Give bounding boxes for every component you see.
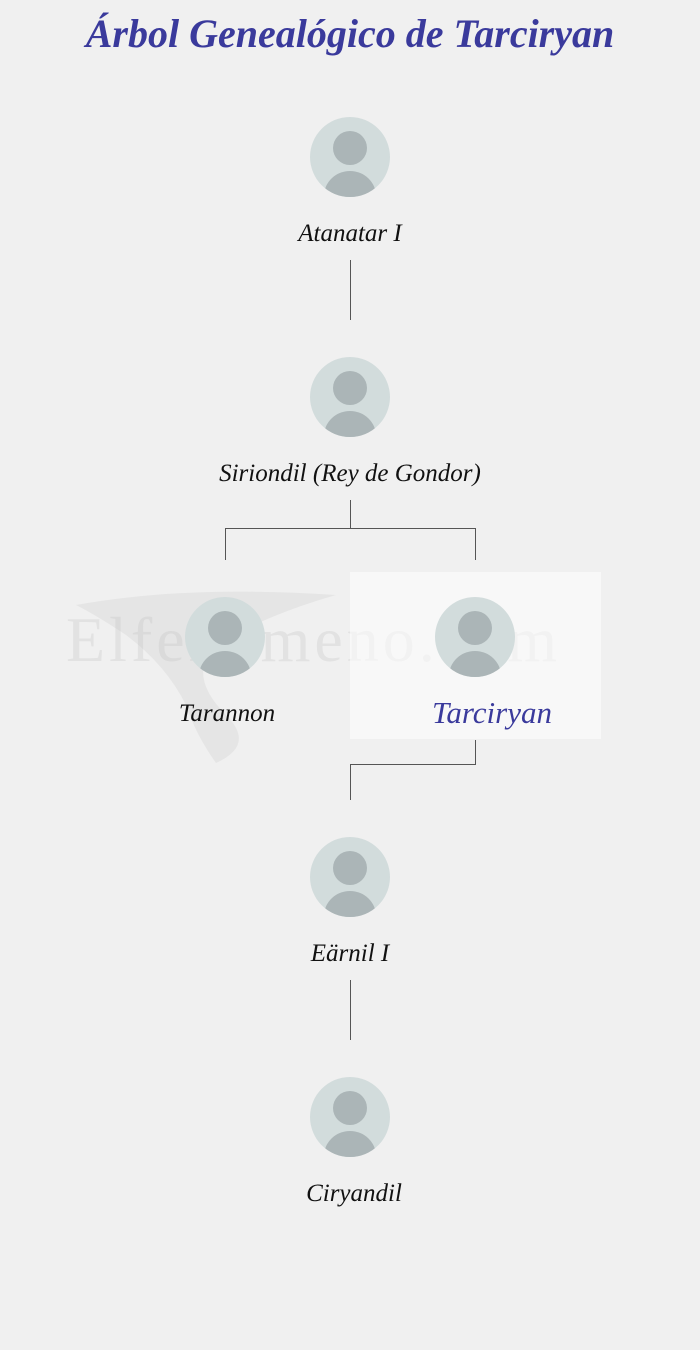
avatar-siriondil[interactable] <box>310 357 390 437</box>
connector-siblings-bar <box>225 528 476 529</box>
person-name-siriondil[interactable]: Siriondil (Rey de Gondor) <box>219 460 481 487</box>
person-name-atanatar[interactable]: Atanatar I <box>298 220 402 247</box>
person-body-icon <box>324 171 376 197</box>
connector-to-tarannon <box>225 528 226 560</box>
person-body-icon <box>449 651 501 677</box>
person-name-earnil[interactable]: Eärnil I <box>310 940 390 967</box>
person-name-ciryandil[interactable]: Ciryandil <box>306 1180 402 1207</box>
connector-tarciryan-down <box>475 740 476 764</box>
connector-siriondil-down <box>350 500 351 528</box>
avatar-earnil[interactable] <box>310 837 390 917</box>
person-head-icon <box>208 611 242 645</box>
person-head-icon <box>333 851 367 885</box>
connector-child-bar <box>350 764 476 765</box>
page-title: Árbol Genealógico de Tarciryan <box>85 11 615 56</box>
avatar-tarannon[interactable] <box>185 597 265 677</box>
person-body-icon <box>324 1131 376 1157</box>
avatar-tarciryan[interactable] <box>435 597 515 677</box>
connector-atanatar-siriondil <box>350 260 351 320</box>
connector-to-earnil <box>350 764 351 800</box>
person-body-icon <box>324 891 376 917</box>
person-name-tarciryan[interactable]: Tarciryan <box>431 695 552 730</box>
connector-to-tarciryan <box>475 528 476 560</box>
avatar-atanatar[interactable] <box>310 117 390 197</box>
dragon-watermark-icon <box>76 591 336 763</box>
avatar-ciryandil[interactable] <box>310 1077 390 1157</box>
person-head-icon <box>458 611 492 645</box>
connector-earnil-ciryandil <box>350 980 351 1040</box>
person-body-icon <box>199 651 251 677</box>
person-head-icon <box>333 1091 367 1125</box>
person-body-icon <box>324 411 376 437</box>
person-head-icon <box>333 371 367 405</box>
person-name-tarannon[interactable]: Tarannon <box>178 700 276 727</box>
person-head-icon <box>333 131 367 165</box>
